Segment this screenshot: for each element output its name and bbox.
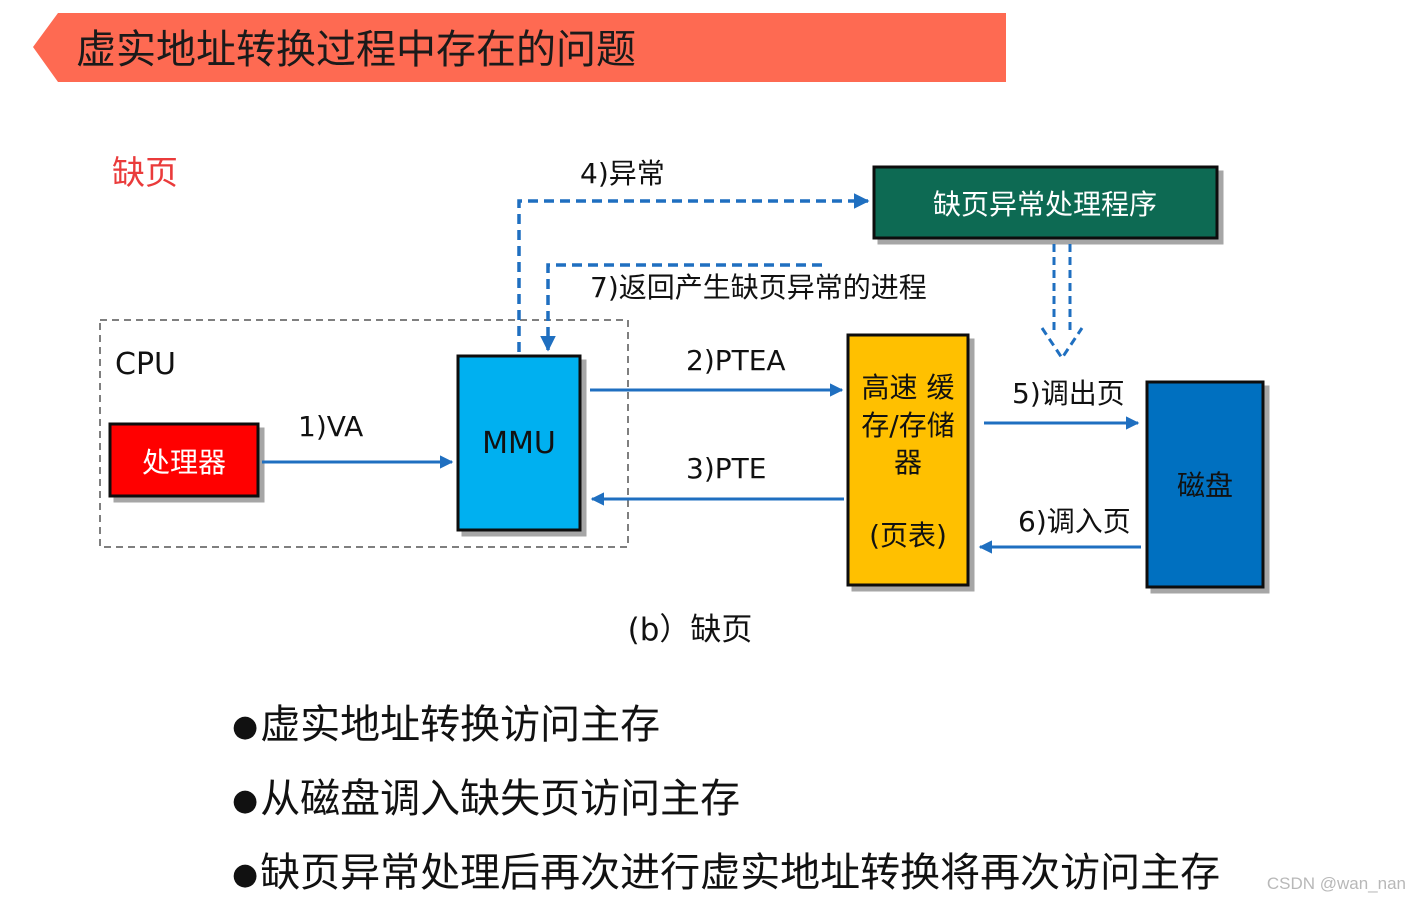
arrow-page-out-label: 5)调出页 — [1012, 377, 1125, 410]
handler-label: 缺页异常处理程序 — [933, 188, 1157, 221]
arrow-return-label: 7)返回产生缺页异常的进程 — [590, 271, 927, 304]
cache-line-3: 器 — [894, 446, 922, 479]
handler-box — [872, 165, 1219, 240]
arrow-ptea-label: 2)PTEA — [686, 344, 786, 377]
list-item: ●虚实地址转换访问主存 — [232, 688, 1220, 762]
list-item: ●从磁盘调入缺失页访问主存 — [232, 762, 1220, 836]
arrow-va-label: 1)VA — [298, 410, 363, 443]
diagram-caption: (b）缺页 — [628, 612, 753, 648]
mmu-label: MMU — [482, 426, 556, 461]
bullet-text: 从磁盘调入缺失页访问主存 — [260, 776, 741, 822]
arrow-exception-label: 4)异常 — [580, 157, 665, 190]
cache-line-2: 存/存储 — [861, 409, 954, 442]
disk-box — [1145, 380, 1265, 589]
cache-line-4: (页表) — [869, 519, 947, 552]
page-title: 虚实地址转换过程中存在的问题 — [76, 27, 636, 73]
cache-line-1: 高速 缓 — [862, 371, 955, 404]
arrow-pte-label: 3)PTE — [686, 452, 766, 485]
bullet-dot-icon: ● — [232, 783, 259, 818]
cpu-boundary — [99, 319, 629, 548]
processor-label: 处理器 — [142, 446, 226, 479]
arrow-page-in-label: 6)调入页 — [1018, 505, 1131, 538]
list-item: ●缺页异常处理后再次进行虚实地址转换将再次访问主存 — [232, 836, 1220, 910]
bullet-text: 虚实地址转换访问主存 — [260, 702, 661, 748]
bullet-dot-icon: ● — [232, 857, 259, 892]
bullet-text: 缺页异常处理后再次进行虚实地址转换将再次访问主存 — [260, 850, 1221, 896]
title-banner-shape — [33, 13, 1006, 82]
bullet-list: ●虚实地址转换访问主存 ●从磁盘调入缺失页访问主存 ●缺页异常处理后再次进行虚实… — [232, 688, 1220, 910]
arrow-exception — [517, 193, 870, 352]
watermark: CSDN @wan_nan — [1266, 874, 1406, 893]
cpu-label: CPU — [115, 347, 176, 382]
arrow-return — [540, 263, 822, 352]
mmu-box — [456, 354, 582, 532]
section-label: 缺页 — [112, 153, 178, 192]
processor-box — [108, 422, 260, 498]
arrow-handler-to-memory — [1040, 244, 1084, 361]
title-banner — [33, 13, 1006, 82]
cache-memory-box — [846, 333, 970, 587]
disk-label: 磁盘 — [1177, 469, 1233, 502]
bullet-dot-icon: ● — [232, 709, 259, 744]
